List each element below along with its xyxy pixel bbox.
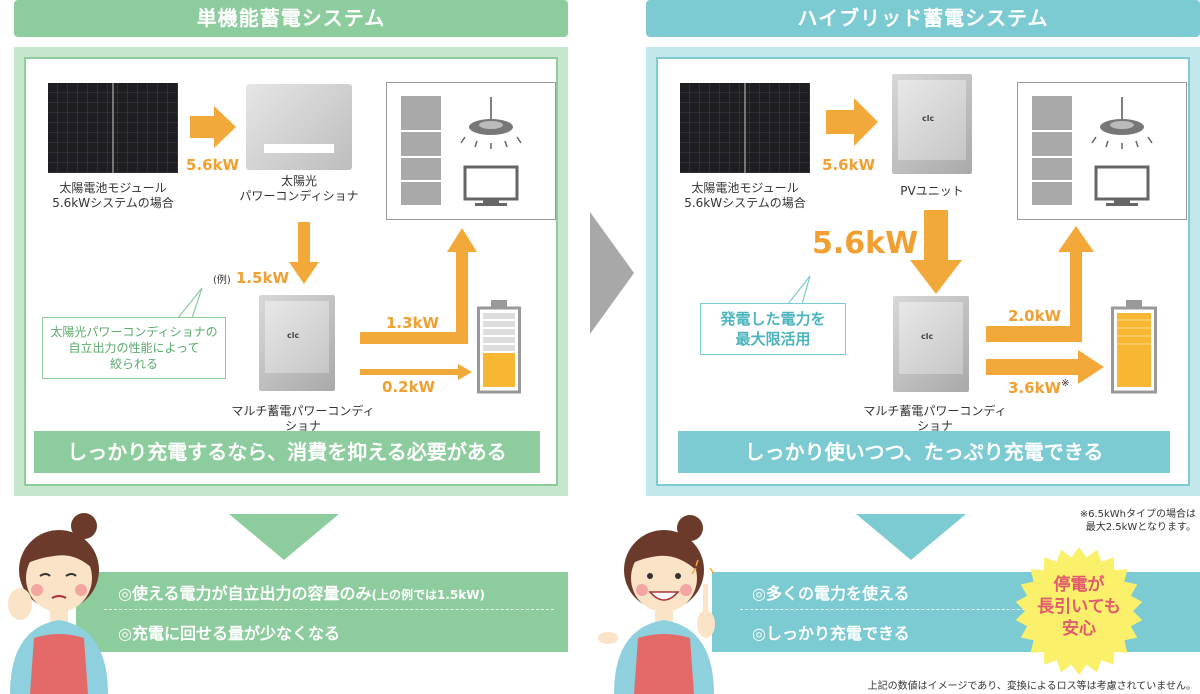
arrow-battery-left <box>360 364 472 380</box>
pv-unit-logo: clc <box>922 114 935 123</box>
appliances-right-svg <box>1032 96 1153 206</box>
callout-tail-right <box>787 275 811 305</box>
callout-right: 発電した電力を 最大限活用 <box>700 303 846 355</box>
happy-woman-illustration <box>598 515 715 694</box>
left-flow-battery: 0.2kW <box>382 378 436 396</box>
arrow-up-right <box>986 226 1094 342</box>
right-footnote-line2: 最大2.5kWとなります。 <box>1085 522 1196 533</box>
right-flow-solar: 5.6kW <box>822 156 876 174</box>
tv-icon <box>1094 165 1150 206</box>
callout-left-line1: 太陽光パワーコンディショナの <box>50 325 218 339</box>
battery-icon-right <box>1111 300 1157 394</box>
tv-icon <box>463 165 519 206</box>
left-solar-label-line2: 5.6kWシステムの場合 <box>52 196 174 210</box>
left-flow-up: 1.3kW <box>386 314 440 332</box>
starburst-badge <box>1015 547 1143 675</box>
solar-panel-right <box>680 83 810 173</box>
left-title: 単機能蓄電システム <box>14 0 568 37</box>
left-solar-label-line1: 太陽電池モジュール <box>59 181 167 195</box>
center-chevron <box>590 212 634 334</box>
right-solar-label-line2: 5.6kWシステムの場合 <box>684 196 806 210</box>
left-pcs-label-line2: パワーコンディショナ <box>239 189 359 203</box>
left-flow-example: (例) 1.5kW <box>213 268 289 287</box>
right-points-divider <box>740 609 1040 610</box>
appliances-box-right <box>1017 82 1187 220</box>
left-point-1-sub: (上の例では1.5kW) <box>371 588 485 602</box>
right-flow-up: 2.0kW <box>1008 307 1062 325</box>
callout-tail-left <box>177 287 203 319</box>
arrow-down-right <box>910 210 962 294</box>
left-summary-band: しっかり充電するなら、消費を抑える必要がある <box>34 431 540 473</box>
right-point-2: ◎しっかり充電できる <box>752 624 910 643</box>
pcs-display <box>264 144 334 153</box>
left-pcs-label-line1: 太陽光 <box>280 174 317 188</box>
badge-line1: 停電が <box>1053 575 1105 595</box>
left-point-2: ◎充電に回せる量が少なくなる <box>118 624 340 643</box>
pv-unit-panel <box>898 80 966 160</box>
right-footnote-line1: ※6.5kWhタイプの場合は <box>1079 509 1196 520</box>
callout-left: 太陽光パワーコンディショナの 自立出力の性能によって 絞られる <box>42 317 226 379</box>
arrow-battery-right <box>986 350 1104 384</box>
right-solar-label: 太陽電池モジュール 5.6kWシステムの場合 <box>670 181 820 211</box>
right-point-1: ◎多くの電力を使える <box>752 584 910 603</box>
left-point-1-text: ◎使える電力が自立出力の容量のみ <box>118 584 372 603</box>
arrow-down-left <box>289 222 319 284</box>
right-flow-battery-mark: ※ <box>1061 378 1070 389</box>
multi-pcs-right-logo: clc <box>921 332 934 341</box>
ceiling-light-icon <box>460 97 522 149</box>
badge-text: 停電が 長引いても 安心 <box>1014 574 1144 640</box>
multi-pcs-right-panel <box>899 302 963 374</box>
arrow-up-left <box>360 228 477 344</box>
solar-panel-left <box>48 83 178 173</box>
right-flow-big: 5.6kW <box>812 226 919 261</box>
down-triangle-left <box>229 514 339 560</box>
callout-left-line3: 絞られる <box>109 357 158 371</box>
pv-unit: clc <box>892 74 972 174</box>
badge-line3: 安心 <box>1062 619 1096 639</box>
multi-power-conditioner-left: clc <box>259 295 335 391</box>
left-points-divider <box>104 609 554 610</box>
right-flow-battery-value: 3.6kW <box>1008 379 1062 397</box>
right-footnote: ※6.5kWhタイプの場合は 最大2.5kWとなります。 <box>1070 508 1196 534</box>
arrow-right-left-1 <box>190 106 236 148</box>
left-points-bar <box>76 572 568 652</box>
right-multi-label: マルチ蓄電パワーコンディショナ <box>863 404 1007 433</box>
left-pcs-label: 太陽光 パワーコンディショナ <box>234 174 364 204</box>
battery-icon-left <box>477 300 521 394</box>
left-point-1: ◎使える電力が自立出力の容量のみ(上の例では1.5kW) <box>118 580 485 604</box>
left-solar-label: 太陽電池モジュール 5.6kWシステムの場合 <box>38 181 188 211</box>
badge-line2: 長引いても <box>1037 597 1121 617</box>
solar-power-conditioner <box>246 84 352 170</box>
left-flow-example-prefix: (例) <box>213 275 231 286</box>
left-multi-label: マルチ蓄電パワーコンディショナ <box>231 404 375 433</box>
left-flow-solar: 5.6kW <box>186 156 240 174</box>
fridge-icon <box>1032 96 1072 205</box>
multi-pcs-left-panel <box>265 301 329 373</box>
right-title: ハイブリッド蓄電システム <box>646 0 1200 37</box>
right-flow-battery: 3.6kW※ <box>1008 378 1069 397</box>
bottom-note: 上記の数値はイメージであり、変換によるロス等は考慮されていません。 <box>867 681 1196 692</box>
fridge-icon <box>401 96 441 205</box>
appliances-left-svg <box>401 96 522 206</box>
multi-pcs-left-logo: clc <box>287 331 300 340</box>
callout-left-line2: 自立出力の性能によって <box>68 341 200 355</box>
appliances-box-left <box>386 82 556 220</box>
right-pv-label: PVユニット <box>900 184 964 198</box>
multi-power-conditioner-right: clc <box>893 296 969 392</box>
ceiling-light-icon <box>1091 97 1153 149</box>
right-solar-label-line1: 太陽電池モジュール <box>691 181 799 195</box>
left-flow-example-value: 1.5kW <box>235 269 289 287</box>
arrow-right-right-1 <box>826 98 878 146</box>
callout-right-line1: 発電した電力を <box>720 310 826 328</box>
down-triangle-right <box>856 514 966 560</box>
worried-woman-illustration <box>8 513 108 694</box>
right-summary-band: しっかり使いつつ、たっぷり充電できる <box>678 431 1170 473</box>
callout-right-line2: 最大限活用 <box>735 330 811 348</box>
